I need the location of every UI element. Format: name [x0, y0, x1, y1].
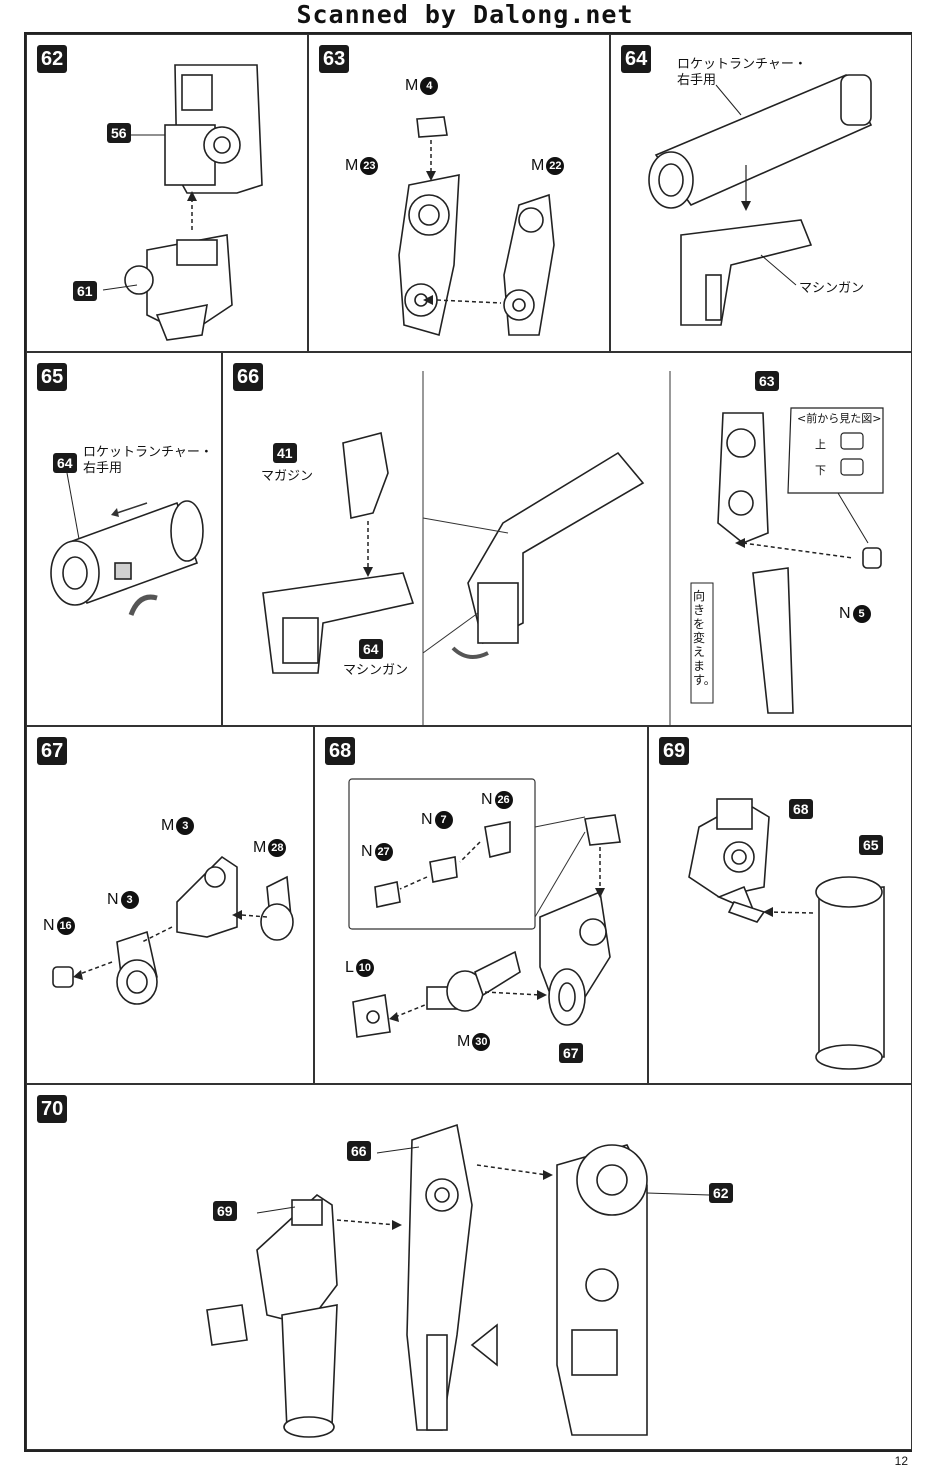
scan-credit-header: Scanned by Dalong.net	[296, 0, 634, 29]
ref-part-67: 67	[559, 1043, 583, 1063]
step-69-number: 69	[659, 737, 690, 765]
step-70-number: 70	[37, 1095, 68, 1123]
ref-part-62: 62	[709, 1183, 733, 1203]
machinegun-label: マシンガン	[343, 663, 409, 678]
step-66-panel: 66 41 マガジン 64 マシンガン 63 <前	[222, 352, 912, 726]
ref-part-68: 68	[789, 799, 813, 819]
front-view-inset-title: <前から見た図>	[797, 412, 882, 425]
ref-part-65: 65	[859, 835, 883, 855]
ref-part-41: 41	[273, 443, 297, 463]
rocket-launcher-label: ロケットランチャー・右手用	[83, 445, 213, 476]
step-66-number: 66	[233, 363, 264, 391]
page-number: 12	[894, 1454, 908, 1468]
rocket-launcher-label: ロケットランチャー・右手用	[677, 57, 807, 88]
ref-part-64: 64	[53, 453, 77, 473]
ref-part-63: 63	[755, 371, 779, 391]
upper-body-part-illustration	[102, 64, 263, 341]
ref-part-56: 56	[107, 123, 131, 143]
forearm-assembly-illustration	[688, 798, 885, 1070]
step-67-number: 67	[37, 737, 68, 765]
step-63-number: 63	[319, 45, 350, 73]
elbow-joint-parts-illustration	[348, 778, 621, 1038]
step-62-number: 62	[37, 45, 68, 73]
machinegun-label: マシンガン	[799, 281, 865, 296]
direction-note: 向きを変えます。	[693, 589, 716, 687]
magazine-label: マガジン	[261, 469, 314, 484]
arm-final-assembly-illustration	[206, 1123, 710, 1438]
step-70-panel: 70 66 62 69	[26, 1084, 912, 1450]
machinegun-assembly-illustration	[262, 371, 884, 725]
step-65-number: 65	[37, 363, 68, 391]
inset-down-label: 下	[815, 464, 826, 477]
rocket-launcher-illustration	[50, 472, 204, 616]
ref-part-64-gun: 64	[359, 639, 383, 659]
inset-up-label: 上	[815, 438, 826, 451]
arm-joint-parts-illustration	[398, 116, 555, 337]
shoulder-joint-parts-illustration	[52, 855, 294, 1005]
step-64-number: 64	[621, 45, 652, 73]
step-69-panel: 69 68 65	[648, 726, 912, 1084]
ref-part-61: 61	[73, 281, 97, 301]
step-68-number: 68	[325, 737, 356, 765]
ref-part-66: 66	[347, 1141, 371, 1161]
step-62-panel: 62 56 61	[26, 34, 308, 352]
ref-part-69: 69	[213, 1201, 237, 1221]
step-64-panel: 64 ロケットランチャー・右手用 マシンガン	[610, 34, 912, 352]
step-65-panel: 65 64 ロケットランチャー・右手用	[26, 352, 222, 726]
rocket-launcher-and-machinegun-illustration	[648, 73, 873, 326]
